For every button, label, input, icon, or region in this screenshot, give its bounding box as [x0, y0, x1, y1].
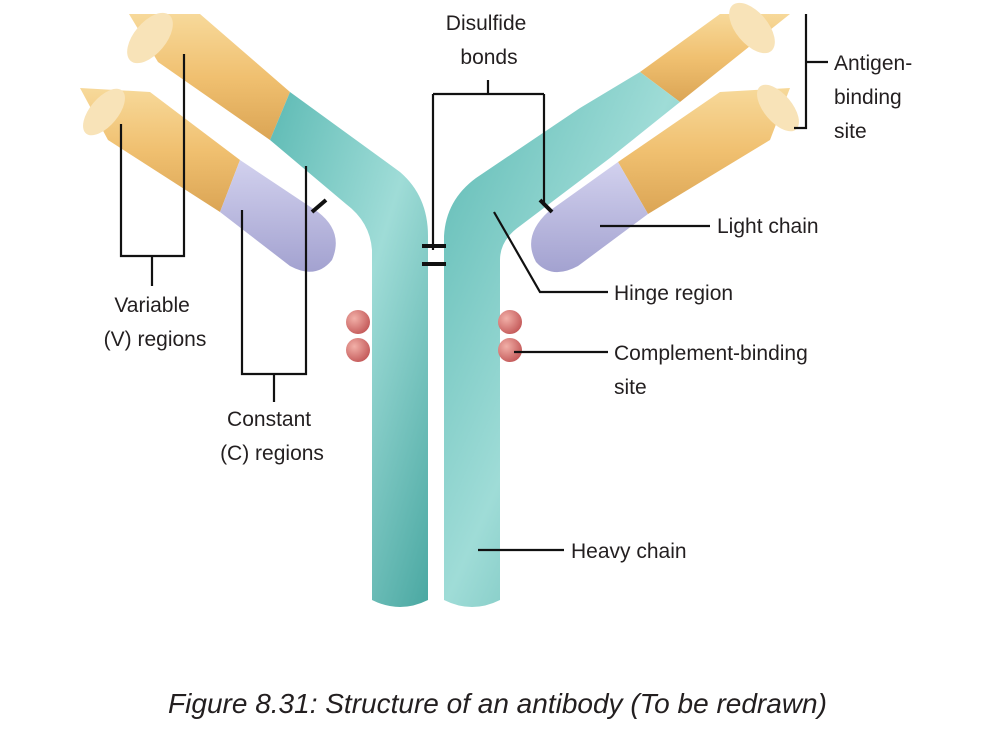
left-heavy-arm-cut [127, 12, 173, 64]
variable-regions-line-1: Variable [114, 294, 190, 317]
light-chain-label: Light chain [717, 215, 819, 238]
left-light-variable-region [80, 88, 240, 212]
right-light-chain-cut [757, 84, 799, 132]
antigen-binding-line-2: binding [834, 86, 902, 109]
complement-beads [346, 310, 522, 362]
right-light-constant-region [531, 162, 648, 273]
complement-binding-site-label: Complement-binding site [614, 342, 814, 399]
right-heavy-constant-arm [444, 72, 680, 607]
left-light-chain-cut [83, 88, 125, 136]
complement-binding-line-1: Complement-binding [614, 342, 808, 365]
disulfide-bonds-line-1: Disulfide [446, 12, 527, 35]
left-heavy-chain [127, 12, 428, 607]
antigen-binding-line-1: Antigen- [834, 52, 912, 75]
right-heavy-chain [444, 2, 790, 607]
heavy-chain-label: Heavy chain [571, 540, 687, 563]
right-heavy-arm-cut [729, 2, 775, 54]
hinge-region-label: Hinge region [614, 282, 733, 305]
complement-binding-line-2: site [614, 376, 647, 399]
right-light-chain [531, 84, 799, 273]
constant-regions-label: Constant (C) regions [220, 408, 324, 465]
constant-regions-line-1: Constant [227, 408, 311, 431]
constant-regions-line-2: (C) regions [220, 442, 324, 465]
left-heavy-constant-arm [270, 92, 428, 607]
antigen-binding-line-3: site [834, 120, 867, 143]
variable-regions-label: Variable (V) regions [104, 294, 207, 351]
figure-caption: Figure 8.31: Structure of an antibody (T… [168, 688, 827, 719]
disulfide-bonds-label: Disulfide bonds [446, 12, 532, 69]
disulfide-bond-marks [310, 198, 554, 266]
left-heavy-variable-region [129, 14, 290, 140]
leader-lines [119, 14, 828, 552]
antigen-binding-site-label: Antigen- binding site [834, 52, 918, 143]
variable-regions-line-2: (V) regions [104, 328, 207, 351]
right-light-variable-region [618, 88, 790, 214]
disulfide-bonds-line-2: bonds [460, 46, 517, 69]
